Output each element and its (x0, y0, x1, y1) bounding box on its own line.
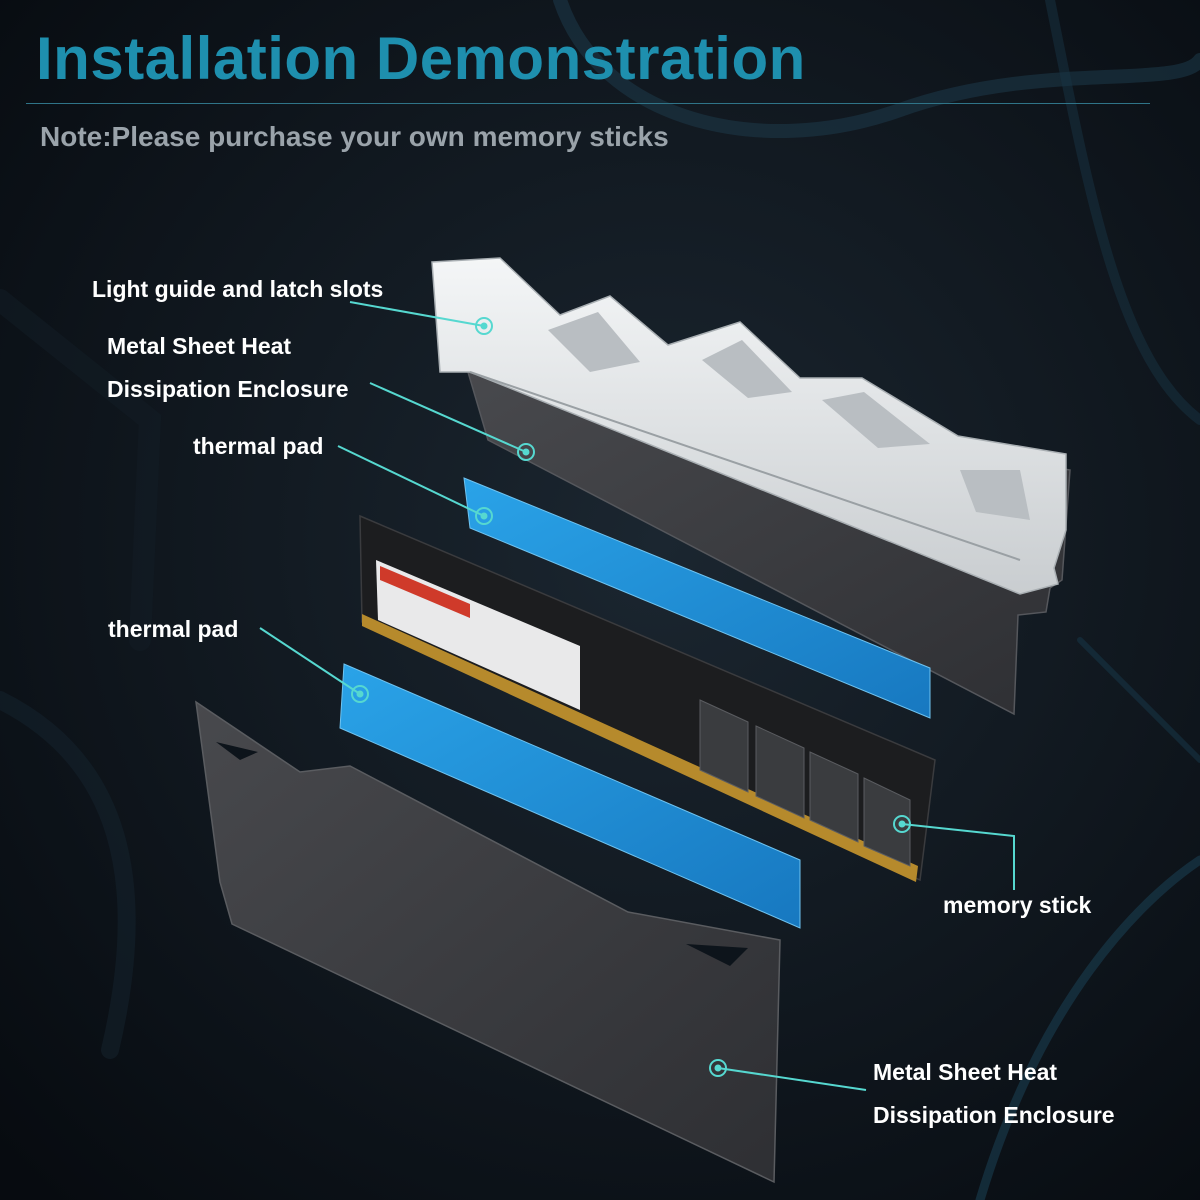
leader-light-guide (349, 301, 485, 327)
leader-thermal-pad-front (259, 627, 361, 695)
title-divider (26, 103, 1150, 104)
leader-back-enclosure (369, 382, 527, 453)
label-light-guide: Light guide and latch slots (92, 276, 384, 302)
front-heat-enclosure (195, 700, 781, 1184)
front-enclosure-cutout-right (686, 944, 748, 966)
label-front-enclosure-line2: Dissipation Enclosure (873, 1102, 1115, 1128)
thermal-pad-front (339, 663, 801, 929)
anchor-thermal-pad-back (475, 507, 493, 525)
label-thermal-pad-front: thermal pad (108, 616, 239, 642)
label-front-enclosure-line1: Metal Sheet Heat (873, 1059, 1058, 1085)
label-thermal-pad-back: thermal pad (193, 433, 324, 459)
light-guide-rail (431, 257, 1067, 595)
anchor-thermal-pad-front (351, 685, 369, 703)
purchase-note: Note:Please purchase your own memory sti… (40, 121, 669, 152)
anchor-front-enclosure (709, 1059, 727, 1077)
memory-stick-module (359, 514, 936, 882)
label-back-enclosure-line1: Metal Sheet Heat (107, 333, 292, 359)
front-enclosure-cutout-left (216, 742, 258, 760)
label-memory-stick: memory stick (943, 892, 1092, 918)
leader-memory-stick (901, 823, 1015, 890)
anchor-memory-stick (893, 815, 911, 833)
page-title: Installation Demonstration (36, 25, 806, 92)
label-back-enclosure-line2: Dissipation Enclosure (107, 376, 349, 402)
thermal-pad-back (463, 477, 931, 719)
callout-anchors (351, 317, 911, 1077)
leader-front-enclosure (717, 1067, 867, 1091)
leader-thermal-pad-back (337, 445, 485, 517)
anchor-back-enclosure (517, 443, 535, 461)
anchor-light-guide (475, 317, 493, 335)
callout-leaders (259, 301, 1015, 1091)
